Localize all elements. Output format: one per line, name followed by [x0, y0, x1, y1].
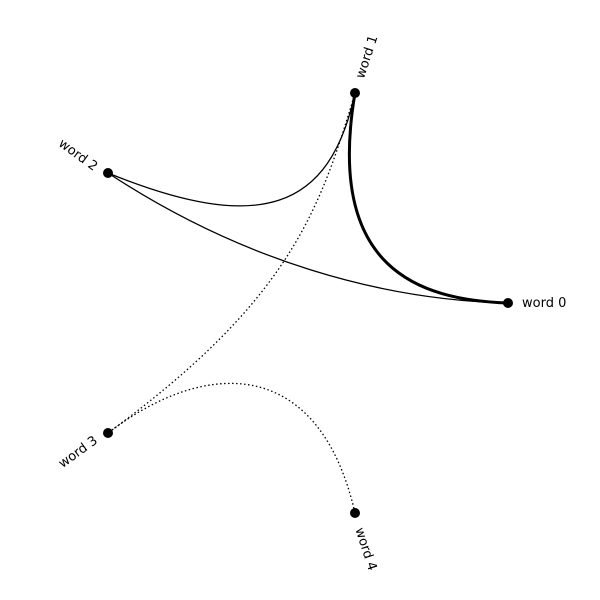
- node-word-1: [350, 88, 360, 98]
- label-word-1: word 1: [353, 34, 381, 81]
- label-word-0: word 0: [522, 296, 566, 311]
- label-word-2: word 2: [55, 136, 100, 174]
- node-word-0: [503, 298, 513, 308]
- node-layer: [103, 88, 513, 518]
- edge-word3-word4: [107, 382, 356, 514]
- edge-word1-word3: [107, 92, 356, 434]
- node-word-3: [103, 428, 113, 438]
- node-word-4: [350, 508, 360, 518]
- edge-layer: [107, 92, 509, 514]
- edge-word0-word1: [347, 92, 509, 305]
- label-word-4: word 4: [351, 526, 379, 573]
- edge-word0-word2: [107, 172, 509, 304]
- node-word-2: [103, 168, 113, 178]
- edge-word1-word2: [107, 92, 356, 207]
- label-word-3: word 3: [56, 433, 101, 471]
